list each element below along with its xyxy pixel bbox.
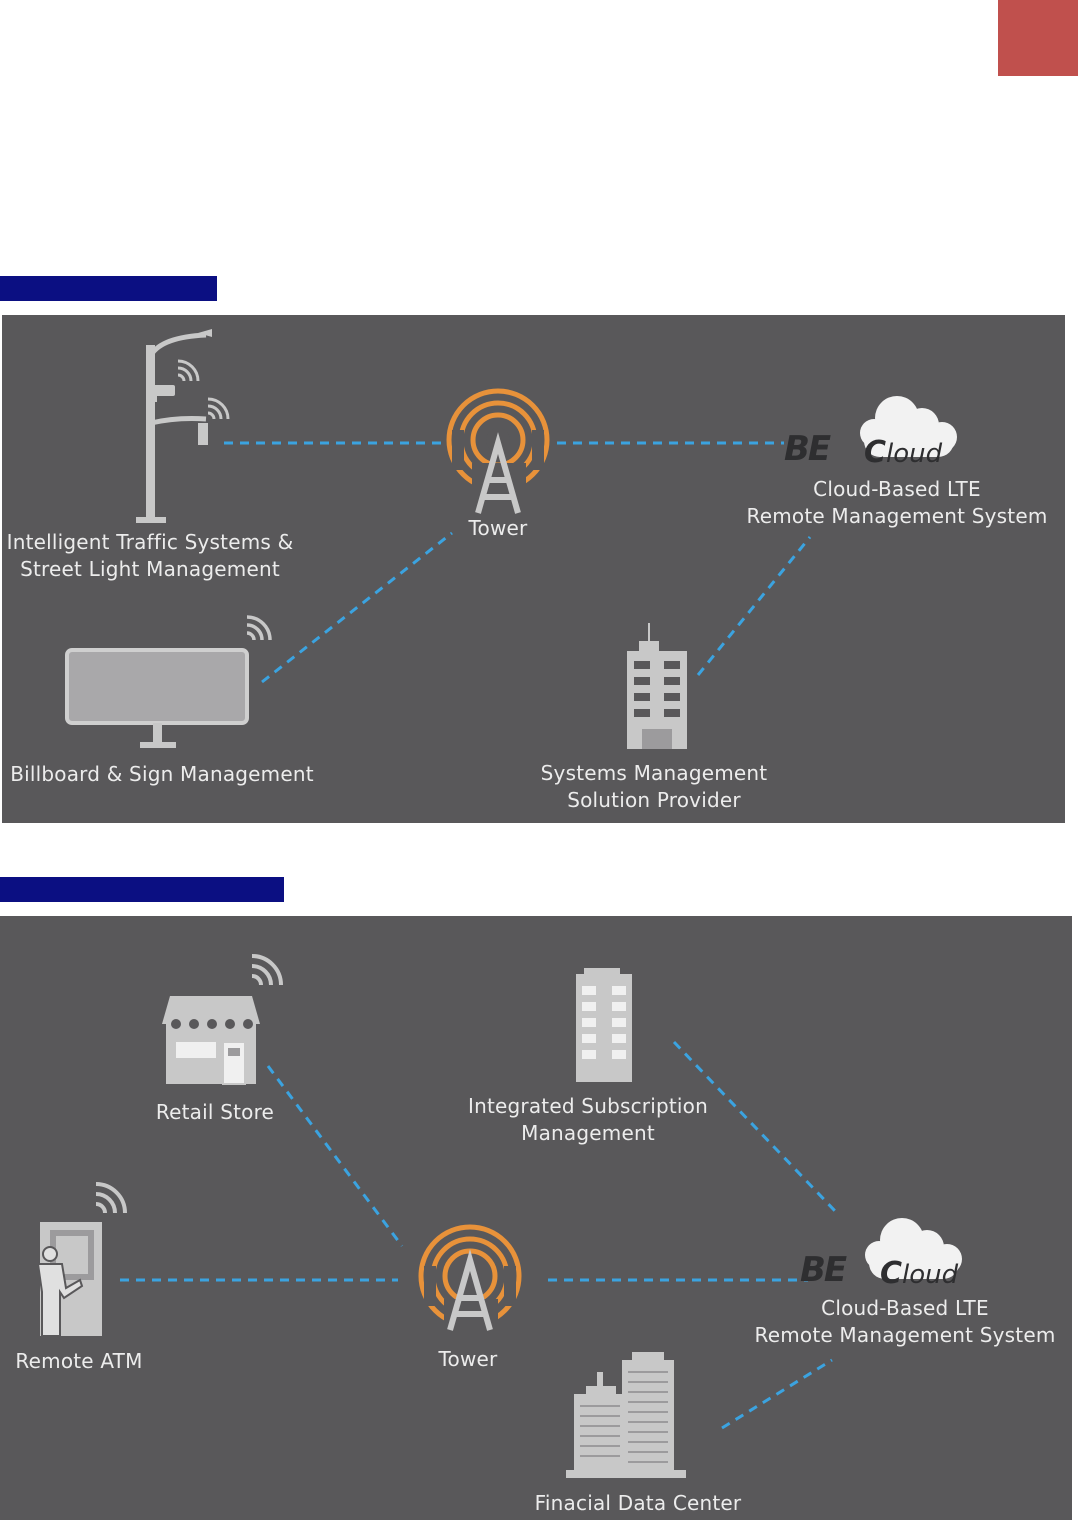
label-cloud: Cloud-Based LTE Remote Management System — [754, 1296, 1056, 1347]
link-billboard-tower — [261, 531, 453, 684]
label-cloud: Cloud-Based LTE Remote Management System — [746, 477, 1048, 528]
link-subscription-cloud — [672, 1040, 838, 1214]
label-subscription: Integrated Subscription Management — [468, 1094, 708, 1145]
store-icon — [162, 954, 283, 1085]
building-icon — [576, 968, 632, 1082]
label-streetlight: Intelligent Traffic Systems & Street Lig… — [6, 530, 294, 581]
logo-be: BE — [784, 429, 831, 469]
label-tower: Tower — [438, 1347, 498, 1371]
link-provider-cloud — [696, 536, 812, 676]
link-retail-tower — [266, 1065, 404, 1247]
label-datacenter: Finacial Data Center — [534, 1491, 742, 1515]
logo-cloud: Cloud — [880, 1256, 959, 1291]
link-datacenter-cloud — [721, 1358, 833, 1430]
label-tower: Tower — [468, 516, 528, 540]
cloud-icon — [865, 1218, 962, 1279]
building-icon — [627, 623, 687, 749]
section-bar-2 — [0, 877, 284, 902]
cloud-icon — [860, 396, 957, 457]
logo-cloud: Cloud — [864, 435, 943, 470]
datacenter-icon — [566, 1352, 686, 1478]
diagram-1-graphics — [65, 329, 957, 749]
label-provider: Systems Management Solution Provider — [540, 761, 768, 812]
atm-icon — [36, 1182, 127, 1337]
billboard-icon — [65, 615, 272, 748]
street-light-icon — [136, 329, 230, 523]
diagram-panel-1: BE Cloud Intelligent Traffic Systems & S… — [2, 315, 1065, 823]
diagram-panel-2: BE Cloud Retail Store Integrated Subscri… — [0, 916, 1072, 1520]
diagram-2-graphics — [36, 954, 962, 1478]
label-retail: Retail Store — [155, 1100, 275, 1124]
section-bar-1 — [0, 276, 217, 301]
becloud-logo: BE Cloud — [784, 415, 964, 470]
label-atm: Remote ATM — [15, 1349, 143, 1373]
tower-icon — [446, 388, 550, 515]
becloud-logo: BE Cloud — [800, 1236, 980, 1291]
logo-be: BE — [800, 1250, 847, 1290]
label-billboard: Billboard & Sign Management — [10, 762, 314, 786]
tower-icon — [418, 1224, 522, 1351]
corner-tab — [998, 0, 1078, 76]
